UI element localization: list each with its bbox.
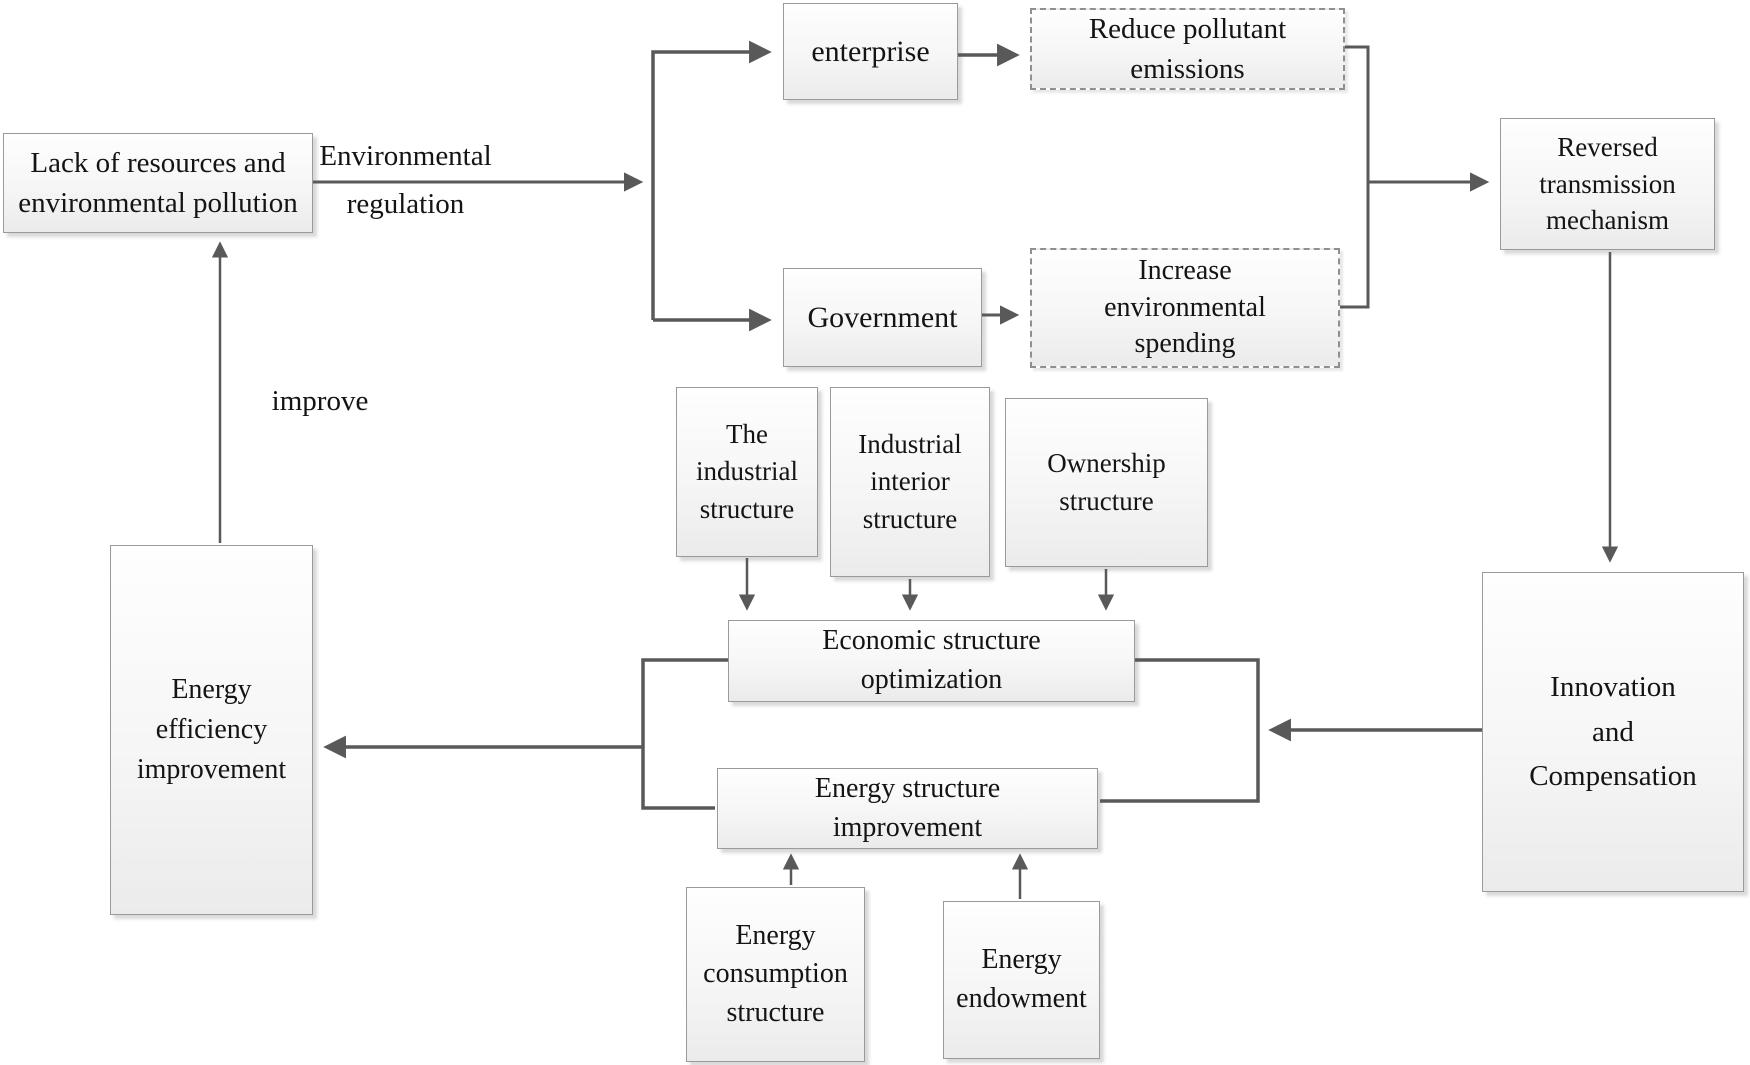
node-innovation-and-compensation: Innovation and Compensation (1482, 572, 1744, 892)
node-economic-structure-optimization: Economic structure optimization (728, 620, 1135, 702)
edge-left-bracket (641, 658, 728, 810)
node-increase-environmental-spending: Increase environmental spending (1030, 248, 1340, 368)
node-industrial-interior-structure: Industrial interior structure (830, 387, 990, 577)
node-reversed-transmission-mechanism: Reversed transmission mechanism (1500, 118, 1715, 250)
node-enterprise: enterprise (783, 3, 958, 100)
node-industrial-structure: The industrial structure (676, 387, 818, 557)
node-energy-consumption-structure: Energy consumption structure (686, 887, 865, 1062)
node-energy-structure-improvement: Energy structure improvement (717, 768, 1098, 849)
edge-label-improve: improve (271, 385, 369, 417)
node-energy-efficiency-improvement: Energy efficiency improvement (110, 545, 313, 915)
edge-split-to-enterprise (651, 40, 772, 320)
node-government: Government (783, 268, 982, 367)
node-reduce-pollutant-emissions: Reduce pollutant emissions (1030, 8, 1345, 90)
edge-label-environmental-regulation: Environmental regulation (319, 140, 492, 221)
node-ownership-structure: Ownership structure (1005, 398, 1208, 567)
node-lack-of-resources: Lack of resources and environmental poll… (3, 133, 313, 233)
node-energy-endowment: Energy endowment (943, 901, 1100, 1059)
